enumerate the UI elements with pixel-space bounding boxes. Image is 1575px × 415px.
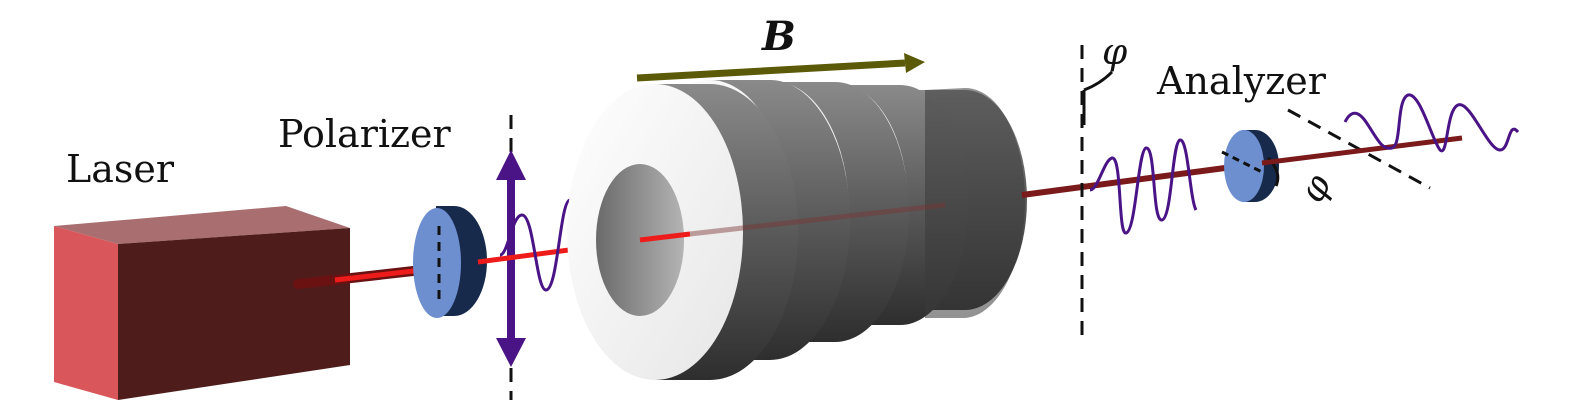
polarizer-disk [413, 206, 487, 318]
analyzer-axis [1221, 150, 1263, 174]
polarizer-face [413, 208, 461, 318]
beam-segment-4 [1261, 135, 1463, 166]
laser-front-face [118, 228, 350, 400]
magnet-stack [567, 80, 1027, 380]
transmitted-wave [1343, 93, 1520, 153]
magnet-ring-1 [567, 84, 798, 380]
laser-label: Laser [66, 147, 175, 191]
magnetic-field-label: B [761, 13, 796, 60]
laser-box [54, 206, 350, 400]
analyzer-disk [1224, 130, 1279, 202]
beam-segment-3 [1021, 163, 1241, 198]
magnetic-field-arrow [636, 53, 925, 82]
rotated-wave [1089, 138, 1198, 235]
laser-top-face [54, 206, 350, 244]
rotation-angle-label-top: φ [1102, 32, 1128, 73]
analyzer-label: Analyzer [1156, 59, 1327, 103]
magnet-rear-body [925, 88, 1025, 318]
beam-in-cavity-bright [639, 231, 691, 243]
rotation-angle-label-right: φ [1292, 167, 1340, 209]
laser-side-face [54, 226, 118, 400]
rotation-angle-arc-top [1083, 70, 1114, 92]
polarizer-label: Polarizer [278, 112, 452, 156]
beam-in-cavity [689, 202, 946, 237]
analyzer-face [1224, 130, 1264, 202]
